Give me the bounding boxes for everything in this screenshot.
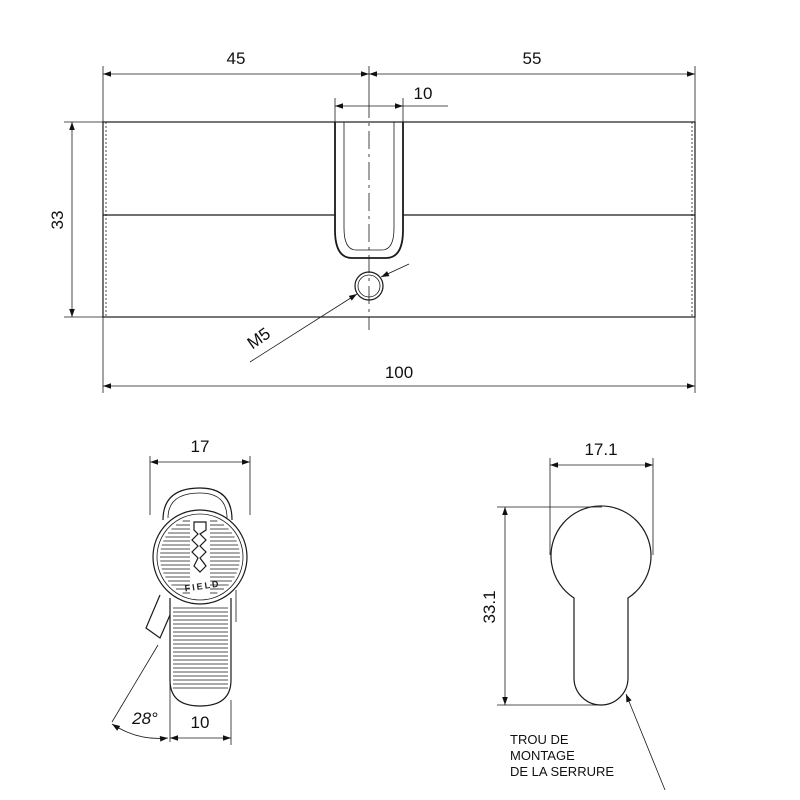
dim-profile-width: 17.1 [584,440,617,459]
dimension-cam-width: 10 [334,84,448,122]
dim-side-width: 17 [191,437,210,456]
dimension-length-top: 45 55 [102,49,696,122]
face-lines [160,520,240,594]
profile-cutout [550,505,652,706]
dimension-cam-base: 10 [170,700,232,745]
dimension-profile-width: 17.1 [549,440,654,555]
dim-cam-angle: 28° [131,709,158,728]
mounting-hole-note: TROU DE MONTAGE DE LA SERRURE [510,693,666,791]
cam-ridges [173,607,228,689]
screw-leader: M5 [244,263,410,363]
dimension-total-length: 100 [102,317,696,393]
note-line-2: MONTAGE [510,748,575,763]
note-line-1: TROU DE [510,732,569,747]
dim-total-length: 100 [385,363,413,382]
dimension-profile-height: 33.1 [480,506,602,706]
brand-text: FIELD [184,579,221,594]
dimension-height: 33 [48,121,103,318]
dim-right-length: 55 [523,49,542,68]
dim-left-length: 45 [227,49,246,68]
dim-cam-base: 10 [191,713,210,732]
cylinder-end-view: FIELD [145,487,248,707]
dim-profile-height: 33.1 [480,590,499,623]
dimension-side-width: 17 [149,437,251,515]
cylinder-side-view [102,100,696,330]
dim-cam-width: 10 [414,84,433,103]
note-line-3: DE LA SERRURE [510,764,614,779]
dim-height: 33 [48,211,67,230]
dimension-cam-angle: 28° [111,640,171,742]
dim-screw-size: M5 [244,324,274,353]
